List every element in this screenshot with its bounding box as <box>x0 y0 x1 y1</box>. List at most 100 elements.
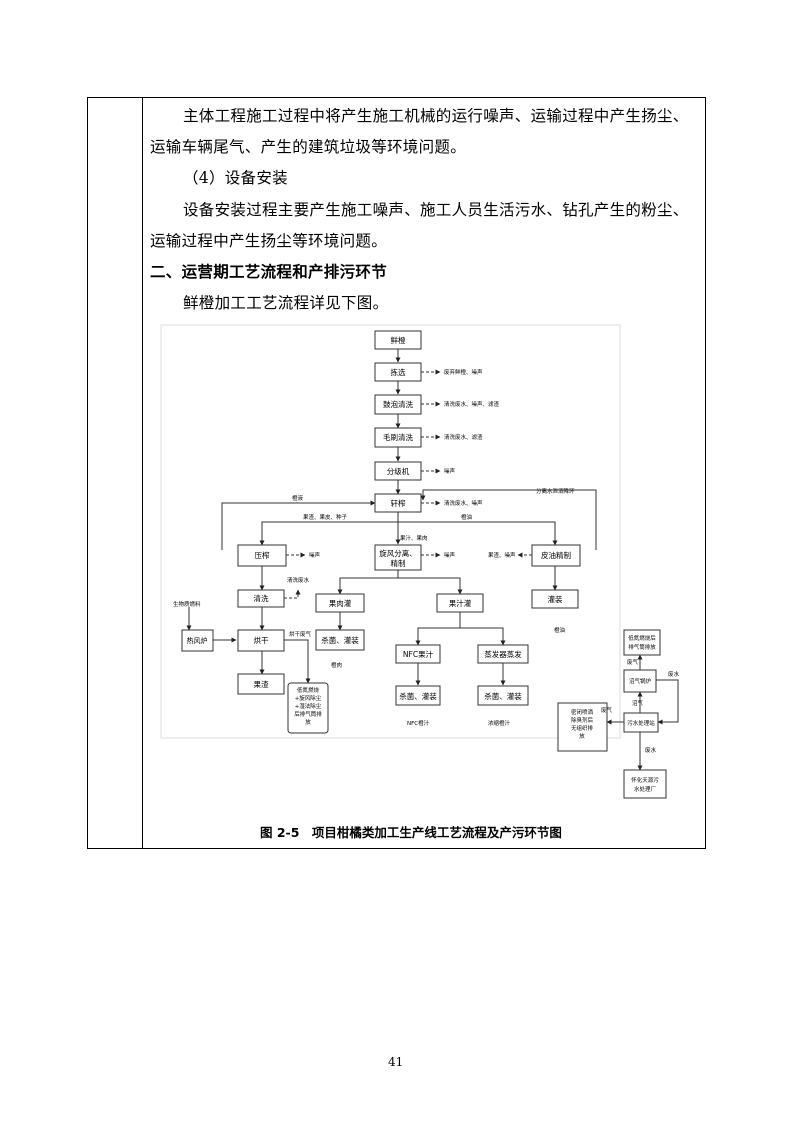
node-label: 放 <box>579 732 585 740</box>
emission-label: 噪声 <box>309 551 321 559</box>
box-jianxuan <box>374 362 422 382</box>
flow-label: 橙油 <box>461 513 473 521</box>
node-label: 蒸发器蒸发 <box>484 649 522 659</box>
flow-label: 分离水泄洒降环 <box>536 487 575 495</box>
node-label: 轩榨 <box>391 498 406 508</box>
box-zhaoqi <box>623 669 657 693</box>
node-label: 杀菌、灌装 <box>484 691 522 701</box>
box-honggan <box>237 629 285 652</box>
node-label: 低氮燃烧后 <box>628 634 656 642</box>
flow-label: 生物质燃料 <box>173 600 201 608</box>
emission-label: 噪声 <box>444 551 456 559</box>
node-label: 除臭剂后 <box>571 716 594 724</box>
node-label: 低氮燃烧 <box>297 686 320 694</box>
paragraph-line: 鲜橙加工工艺流程详见下图。 <box>183 294 389 312</box>
node-label: 无组织排 <box>571 724 594 732</box>
flow-label: 废气 <box>627 658 639 666</box>
box-didan <box>623 629 661 656</box>
node-label: 皮油精制 <box>541 550 571 560</box>
flow-label: NFC橙汁 <box>407 719 430 727</box>
box-maoshua <box>374 427 422 448</box>
flow-label: 橙液 <box>292 494 304 502</box>
node-label: 精制 <box>391 558 406 568</box>
node-label: +旋风除尘 <box>295 694 322 702</box>
box-wushui <box>623 712 659 733</box>
node-label: 鼓泡清洗 <box>383 399 413 409</box>
node-label: 旋风分离、 <box>379 548 417 558</box>
node-label: 热风炉 <box>187 636 208 645</box>
page-number: 41 <box>388 1055 404 1069</box>
emission-label: 清洗废水、噪声 <box>444 499 483 507</box>
box-guozhiguan <box>436 593 484 613</box>
emission-label: 清洗废水 <box>287 576 310 584</box>
flow-label: 橙肉 <box>331 661 342 669</box>
box-shajun1 <box>315 629 365 651</box>
node-label: 密闭喷洒 <box>571 708 594 716</box>
box-guorouguan <box>315 593 365 613</box>
box-gupao <box>374 394 422 415</box>
node-label: 果渣 <box>254 679 269 689</box>
box-fenji <box>374 461 422 481</box>
emission-label: 清洗废水、噪声、滤渣 <box>444 400 500 408</box>
box-guanzhuang <box>531 589 579 609</box>
node-label: 水处理厂 <box>634 785 657 793</box>
flow-label: 果渣、果皮、种子 <box>303 513 348 521</box>
node-label: 灌装 <box>548 594 563 604</box>
node-label: 怀化天源污 <box>631 776 659 784</box>
box-shajun3 <box>477 685 529 706</box>
emission-label: 果渣、噪声 <box>488 551 516 559</box>
emission-label: 噪声 <box>444 467 456 475</box>
node-label: 毛刷清洗 <box>383 432 413 442</box>
column-divider <box>142 98 143 848</box>
table-frame <box>87 97 706 849</box>
flow-label: 橙油 <box>554 626 566 634</box>
node-label: 鲜橙 <box>391 335 406 345</box>
emission-label: 废弃鲜橙、噪声 <box>444 368 483 376</box>
paragraph-line: 设备安装过程主要产生施工噪声、施工人员生活污水、钻孔产生的粉尘、 <box>183 201 689 219</box>
box-xuanfeng <box>374 544 422 571</box>
node-label: +湿法除尘 <box>295 702 322 710</box>
flow-label: 浓缩橙汁 <box>488 719 511 727</box>
flow-label: 废气 <box>601 706 613 714</box>
node-label: 果汁灌 <box>449 598 472 608</box>
paragraph-line: 运输车辆尾气、产生的建筑垃圾等环境问题。 <box>150 138 467 156</box>
box-zhazha <box>374 493 422 513</box>
box-yazha <box>237 544 287 567</box>
node-label: 拣选 <box>391 367 406 377</box>
node-label: 杀菌、灌装 <box>399 691 437 701</box>
box-refenglu <box>181 629 214 652</box>
box-eqi <box>557 702 608 752</box>
box-shajun2 <box>395 685 441 706</box>
node-label: 清洗 <box>254 593 269 603</box>
emission-label: 清洗废水、滤渣 <box>444 433 483 441</box>
node-label: NFC果汁 <box>403 649 434 659</box>
node-label: 污水处理站 <box>627 719 655 727</box>
paragraph-line: 主体工程施工过程中将产生施工机械的运行噪声、运输过程中产生扬尘、 <box>183 107 689 125</box>
node-label: 果肉灌 <box>329 598 352 608</box>
box-xiancheng <box>374 330 422 350</box>
node-label: 压榨 <box>255 550 270 560</box>
box-nfc <box>395 644 441 664</box>
flow-label: 废水 <box>668 670 680 678</box>
node-label: 分级机 <box>387 466 410 476</box>
box-qingxi <box>237 589 285 608</box>
box-piyou <box>531 544 581 567</box>
flow-label: 果汁、果肉 <box>400 534 428 542</box>
node-label: 沼气锅炉 <box>629 677 652 685</box>
box-chuli <box>623 769 667 799</box>
node-label: 排气筒排放 <box>628 643 656 651</box>
section-heading: 二、运营期工艺流程和产排污环节 <box>150 263 388 281</box>
node-label: 杀菌、灌装 <box>321 635 359 645</box>
box-exhaust <box>287 682 329 734</box>
box-guozha <box>237 673 285 695</box>
paragraph-line: 运输过程中产生扬尘等环境问题。 <box>150 232 388 250</box>
emission-label: 烘干废气 <box>289 630 312 638</box>
node-label: 后排气筒排 <box>294 710 322 718</box>
subsection-label: （4）设备安装 <box>183 169 288 187</box>
node-label: 烘干 <box>254 635 269 645</box>
box-zhengfa <box>477 644 529 664</box>
flow-label: 废水 <box>645 746 657 754</box>
flow-label: 沼气 <box>632 699 644 707</box>
node-label: 放 <box>305 718 311 726</box>
